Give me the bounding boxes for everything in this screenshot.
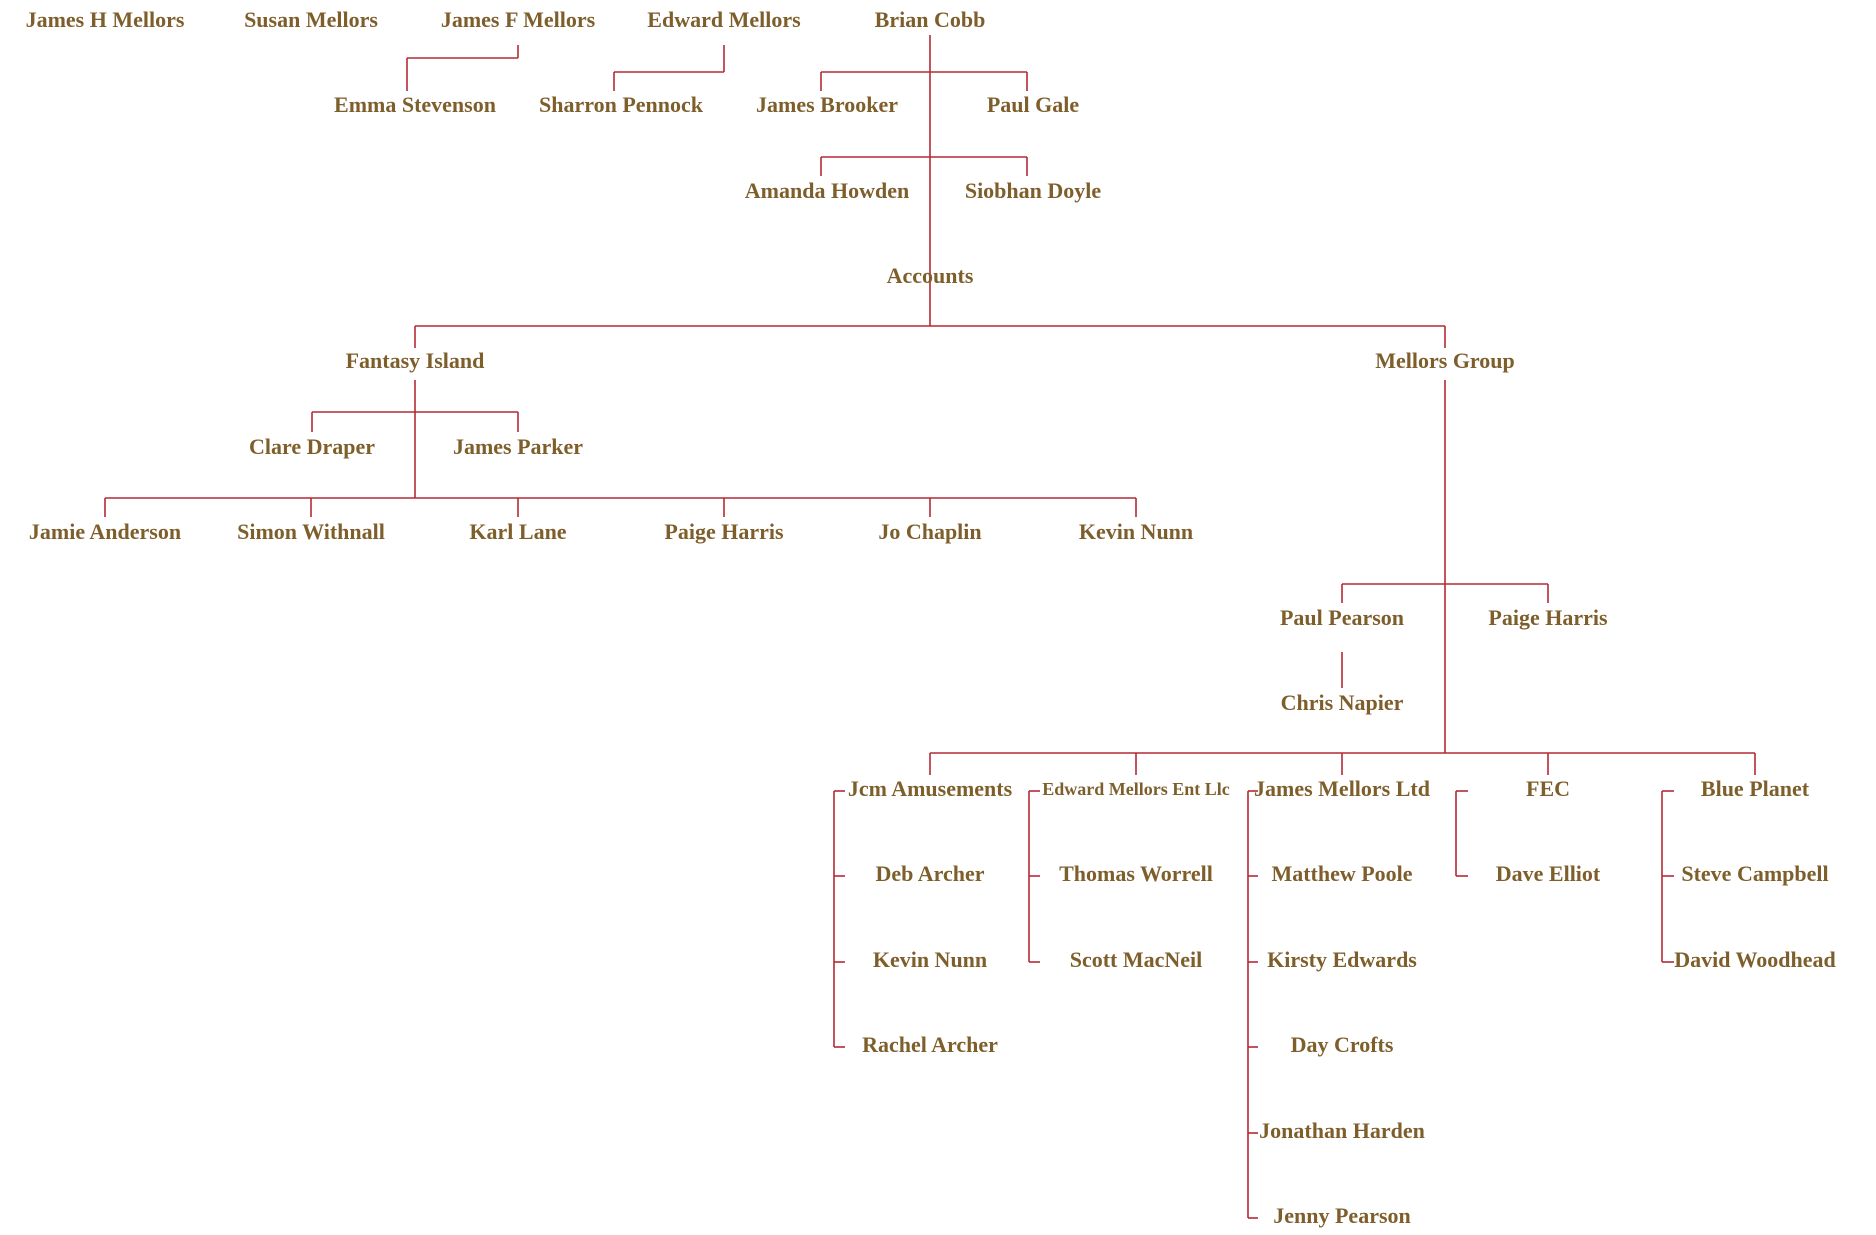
node-sharron-pennock: Sharron Pennock bbox=[539, 92, 704, 117]
node-thomas-worrell: Thomas Worrell bbox=[1059, 861, 1213, 886]
node-steve-campbell: Steve Campbell bbox=[1681, 861, 1828, 886]
node-fec: FEC bbox=[1526, 776, 1570, 801]
node-paige-harris-group: Paige Harris bbox=[1488, 605, 1608, 630]
node-susan-mellors: Susan Mellors bbox=[244, 7, 378, 32]
node-paul-pearson: Paul Pearson bbox=[1280, 605, 1404, 630]
node-james-h-mellors: James H Mellors bbox=[26, 7, 185, 32]
node-james-mellors-ltd: James Mellors Ltd bbox=[1254, 776, 1430, 801]
node-kevin-nunn-jcm: Kevin Nunn bbox=[873, 947, 987, 972]
node-jamie-anderson: Jamie Anderson bbox=[29, 519, 181, 544]
node-james-brooker: James Brooker bbox=[756, 92, 898, 117]
node-brian-cobb: Brian Cobb bbox=[875, 7, 986, 32]
node-clare-draper: Clare Draper bbox=[249, 434, 375, 459]
node-edward-mellors: Edward Mellors bbox=[647, 7, 801, 32]
node-kevin-nunn-fantasy: Kevin Nunn bbox=[1079, 519, 1193, 544]
node-rachel-archer: Rachel Archer bbox=[862, 1032, 998, 1057]
node-david-woodhead: David Woodhead bbox=[1674, 947, 1836, 972]
node-simon-withnall: Simon Withnall bbox=[237, 519, 385, 544]
node-mellors-group: Mellors Group bbox=[1375, 348, 1515, 373]
node-day-crofts: Day Crofts bbox=[1291, 1032, 1394, 1057]
node-chris-napier: Chris Napier bbox=[1281, 690, 1404, 715]
connector-lines bbox=[104, 35, 1756, 1219]
node-siobhan-doyle: Siobhan Doyle bbox=[965, 178, 1102, 203]
node-deb-archer: Deb Archer bbox=[876, 861, 985, 886]
node-jenny-pearson: Jenny Pearson bbox=[1273, 1203, 1411, 1228]
node-accounts: Accounts bbox=[887, 263, 974, 288]
node-paige-harris-fantasy: Paige Harris bbox=[664, 519, 784, 544]
node-paul-gale: Paul Gale bbox=[987, 92, 1080, 117]
node-labels: James H Mellors Susan Mellors James F Me… bbox=[26, 7, 1836, 1228]
node-jonathan-harden: Jonathan Harden bbox=[1259, 1118, 1425, 1143]
node-dave-elliot: Dave Elliot bbox=[1496, 861, 1601, 886]
node-amanda-howden: Amanda Howden bbox=[745, 178, 909, 203]
node-karl-lane: Karl Lane bbox=[469, 519, 566, 544]
node-emma-stevenson: Emma Stevenson bbox=[334, 92, 496, 117]
node-james-f-mellors: James F Mellors bbox=[441, 7, 596, 32]
node-scott-macneil: Scott MacNeil bbox=[1070, 947, 1203, 972]
node-james-parker: James Parker bbox=[453, 434, 583, 459]
node-jo-chaplin: Jo Chaplin bbox=[878, 519, 981, 544]
node-blue-planet: Blue Planet bbox=[1701, 776, 1810, 801]
node-edward-mellors-ent: Edward Mellors Ent Llc bbox=[1042, 779, 1230, 799]
node-kirsty-edwards: Kirsty Edwards bbox=[1267, 947, 1417, 972]
node-jcm-amusements: Jcm Amusements bbox=[848, 776, 1013, 801]
node-fantasy-island: Fantasy Island bbox=[346, 348, 485, 373]
node-matthew-poole: Matthew Poole bbox=[1271, 861, 1412, 886]
